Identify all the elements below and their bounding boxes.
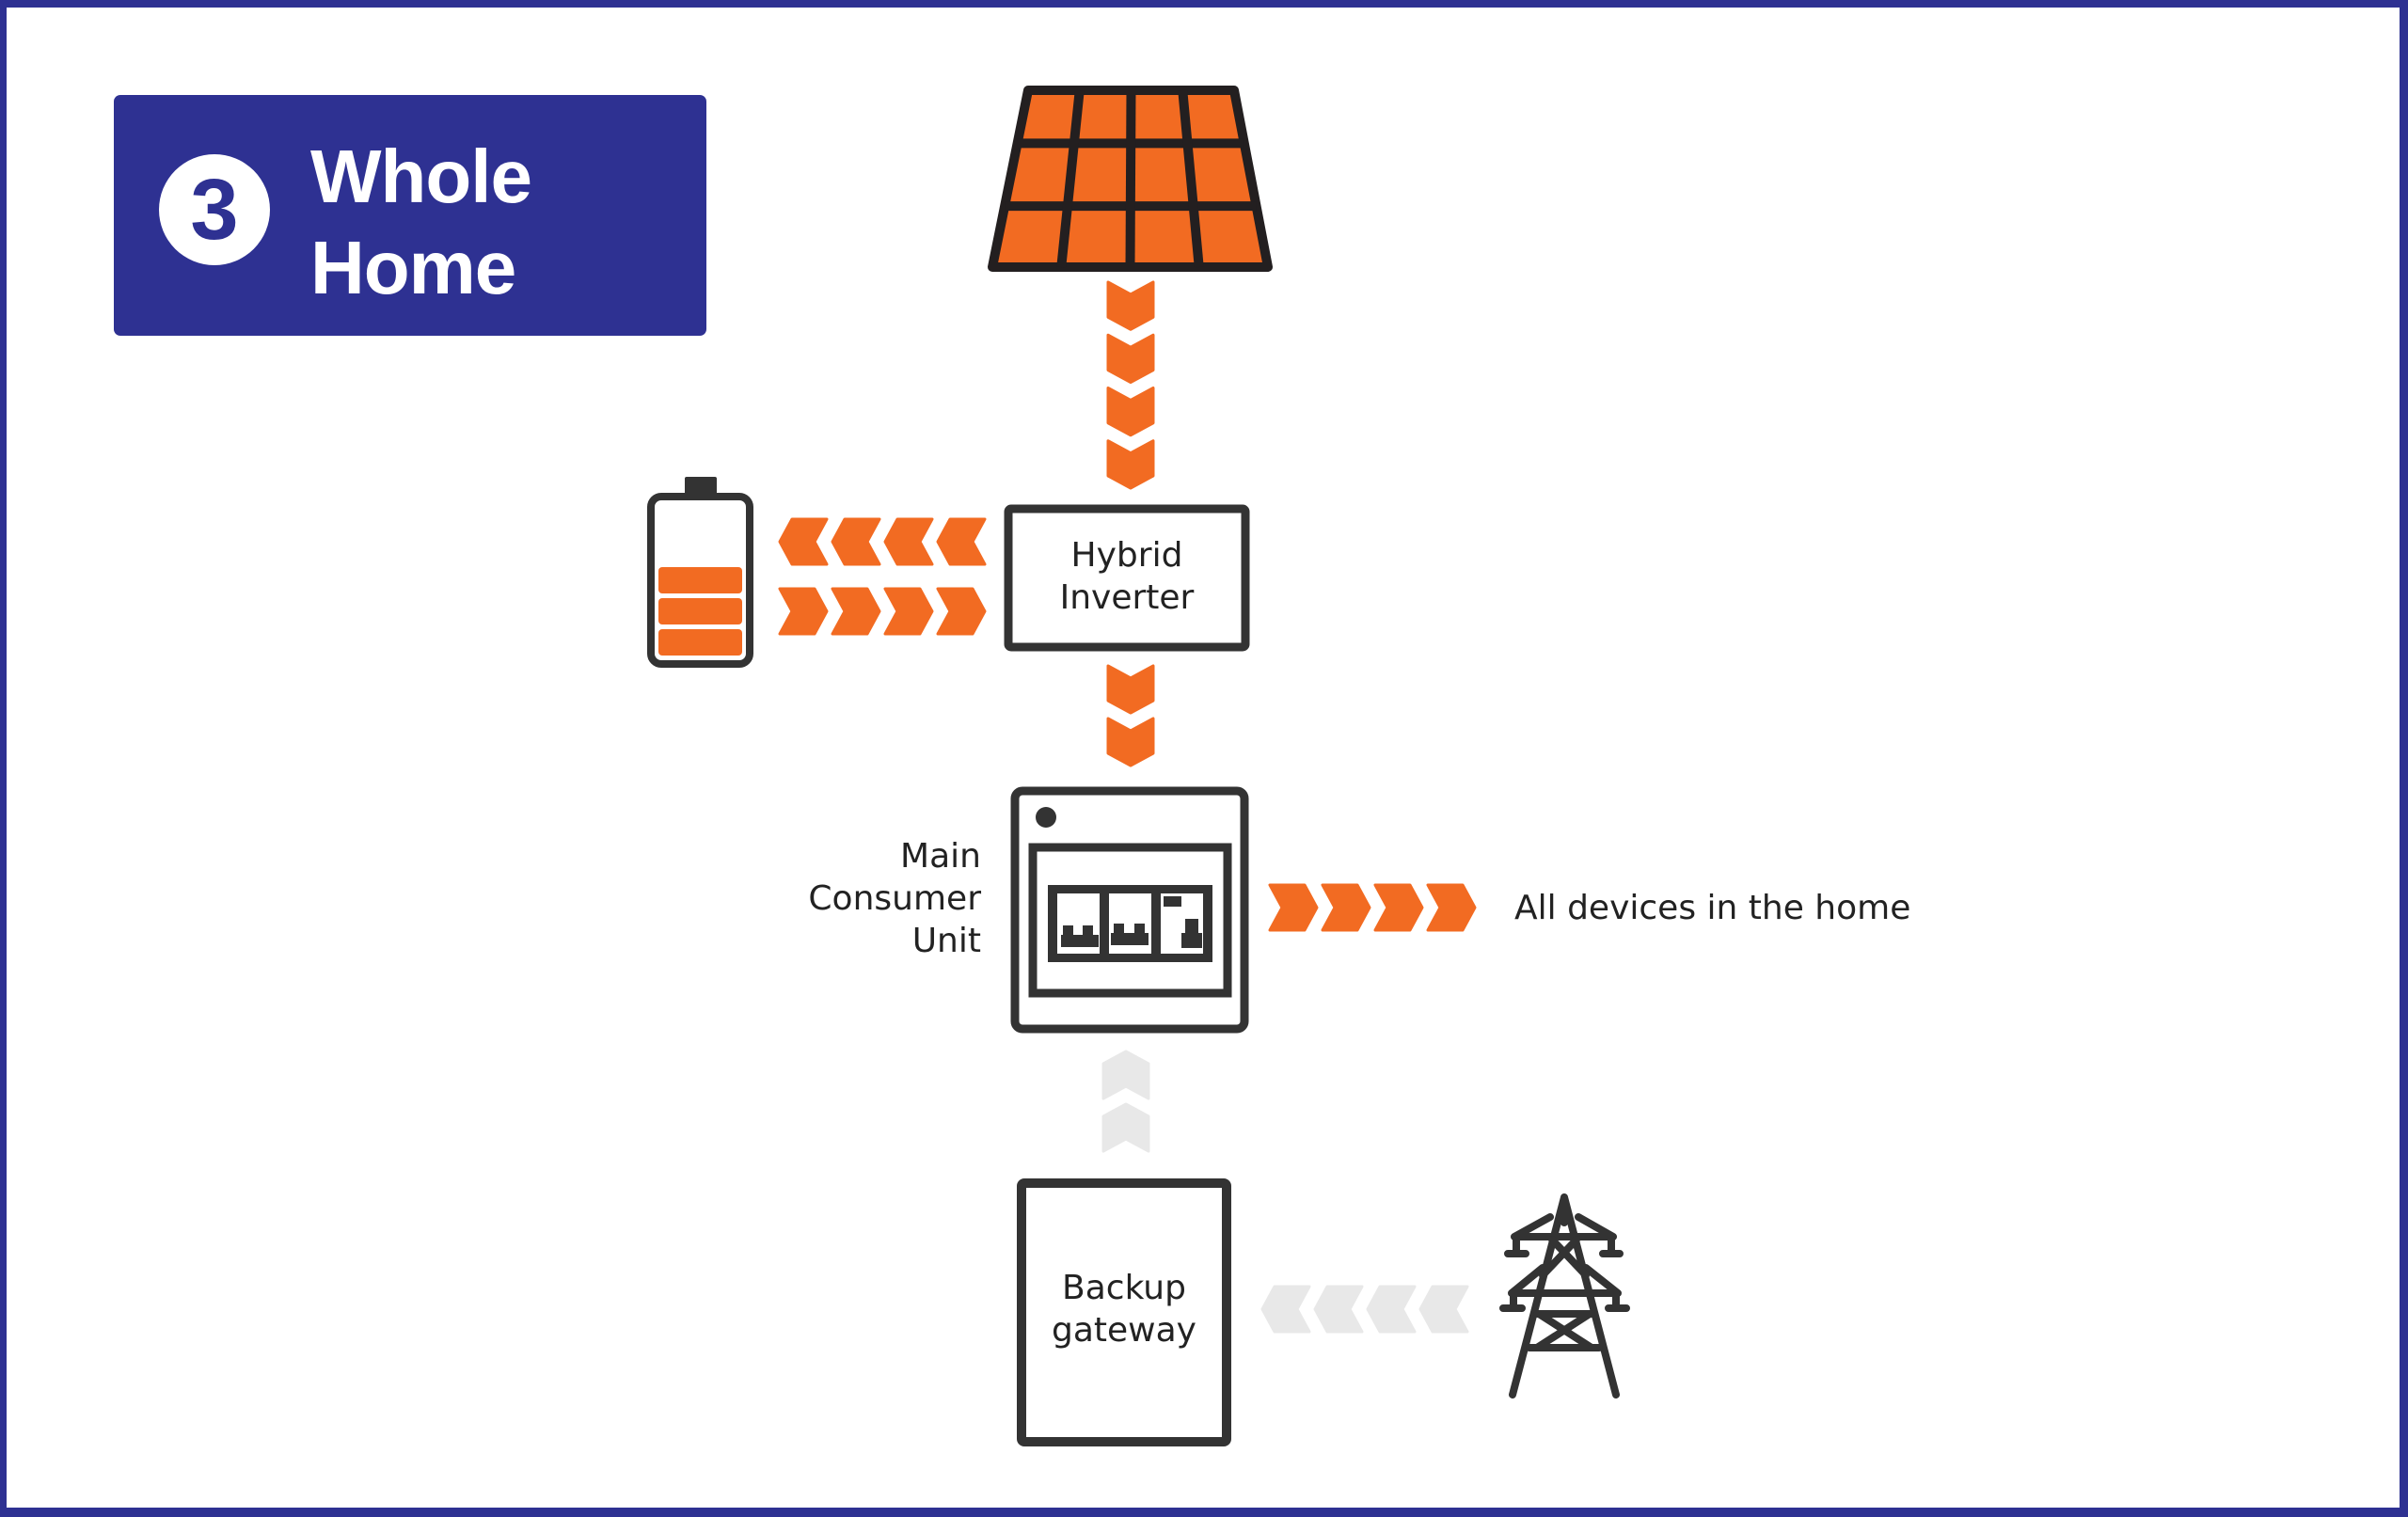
flow-chevron-left <box>1260 1285 1311 1334</box>
flow-chevron-right <box>1268 883 1319 932</box>
flow-chevron-left <box>831 517 881 566</box>
flow-consumer-unit-to-devices <box>1268 883 1477 932</box>
flow-chevron-left <box>778 517 829 566</box>
flow-chevron-down <box>1106 387 1155 437</box>
breaker-switch <box>1114 924 1124 933</box>
flow-chevron-right <box>1426 883 1477 932</box>
title-text: Whole Home <box>310 131 532 313</box>
energy-flows <box>778 280 1477 1334</box>
backup-gateway-box <box>1017 1178 1231 1446</box>
solar-panel-column-divider <box>1125 89 1136 268</box>
battery-cell <box>658 598 742 624</box>
flow-chevron-down <box>1106 280 1155 331</box>
solar-panel-column-divider <box>1178 89 1204 268</box>
battery-cell <box>658 629 742 656</box>
solar-panel-icon <box>988 86 1273 272</box>
devices-label: All devices in the home <box>1514 889 1911 927</box>
flow-chevron-right <box>831 587 881 636</box>
label-line: Inverter <box>1059 578 1195 617</box>
flow-gateway-to-consumer-unit <box>1101 1050 1150 1153</box>
backup-gateway-label: Backup gateway <box>1022 1267 1227 1351</box>
label-line: Main <box>900 837 981 876</box>
solar-panel-column-divider <box>1056 89 1085 268</box>
breaker-switch <box>1111 933 1149 945</box>
flow-chevron-left <box>1418 1285 1469 1334</box>
step-number-badge: 3 <box>159 154 270 265</box>
label-line: Backup <box>1062 1269 1186 1307</box>
pylon-upper-arm <box>1504 1213 1624 1257</box>
breaker-switch <box>1083 925 1093 935</box>
label-line: Unit <box>911 922 981 960</box>
flow-battery-to-inverter <box>778 587 987 636</box>
flow-grid-to-gateway <box>1260 1285 1469 1334</box>
flow-chevron-right <box>936 587 987 636</box>
flow-inverter-to-battery <box>778 517 987 566</box>
battery-icon <box>647 477 753 668</box>
pylon-lower-arm <box>1499 1264 1630 1312</box>
title-line-2: Home <box>310 226 516 309</box>
flow-chevron-left <box>883 517 934 566</box>
consumer-unit-icon <box>1010 786 1249 1034</box>
main-switch-label <box>1164 896 1181 907</box>
flow-inverter-to-consumer-unit <box>1106 664 1155 767</box>
solar-panel-grid <box>1005 89 1257 268</box>
battery-terminal <box>685 477 717 496</box>
flow-chevron-down <box>1106 333 1155 384</box>
flow-chevron-right <box>1373 883 1424 932</box>
flow-chevron-up <box>1101 1102 1150 1153</box>
battery-charge-cells <box>658 567 742 656</box>
flow-chevron-down <box>1106 664 1155 715</box>
hybrid-inverter-label: Hybrid Inverter <box>1008 534 1245 619</box>
breaker-switch <box>1063 925 1073 935</box>
flow-solar-to-inverter <box>1106 280 1155 490</box>
hybrid-inverter-box <box>1004 504 1250 652</box>
title-badge: 3 Whole Home <box>114 95 706 336</box>
main-switch <box>1185 919 1198 934</box>
label-line: Hybrid <box>1070 536 1183 575</box>
battery-cell <box>658 567 742 593</box>
consumer-unit-label: Main Consumer Unit <box>759 835 981 962</box>
flow-chevron-left <box>936 517 987 566</box>
flow-chevron-right <box>1321 883 1371 932</box>
breaker-switch <box>1061 935 1099 947</box>
flow-chevron-left <box>1366 1285 1417 1334</box>
electricity-pylon-icon <box>1499 1193 1630 1398</box>
flow-chevron-right <box>883 587 934 636</box>
flow-chevron-down <box>1106 717 1155 767</box>
breaker-switch <box>1134 924 1145 933</box>
label-line: Consumer <box>808 879 981 918</box>
title-line-1: Whole <box>310 134 532 218</box>
consumer-unit-indicator <box>1036 807 1056 828</box>
flow-chevron-right <box>778 587 829 636</box>
main-switch <box>1181 933 1202 948</box>
flow-chevron-left <box>1313 1285 1364 1334</box>
label-line: gateway <box>1052 1311 1196 1350</box>
flow-chevron-up <box>1101 1050 1150 1100</box>
flow-chevron-down <box>1106 439 1155 490</box>
pylon-bracing <box>1526 1236 1603 1351</box>
